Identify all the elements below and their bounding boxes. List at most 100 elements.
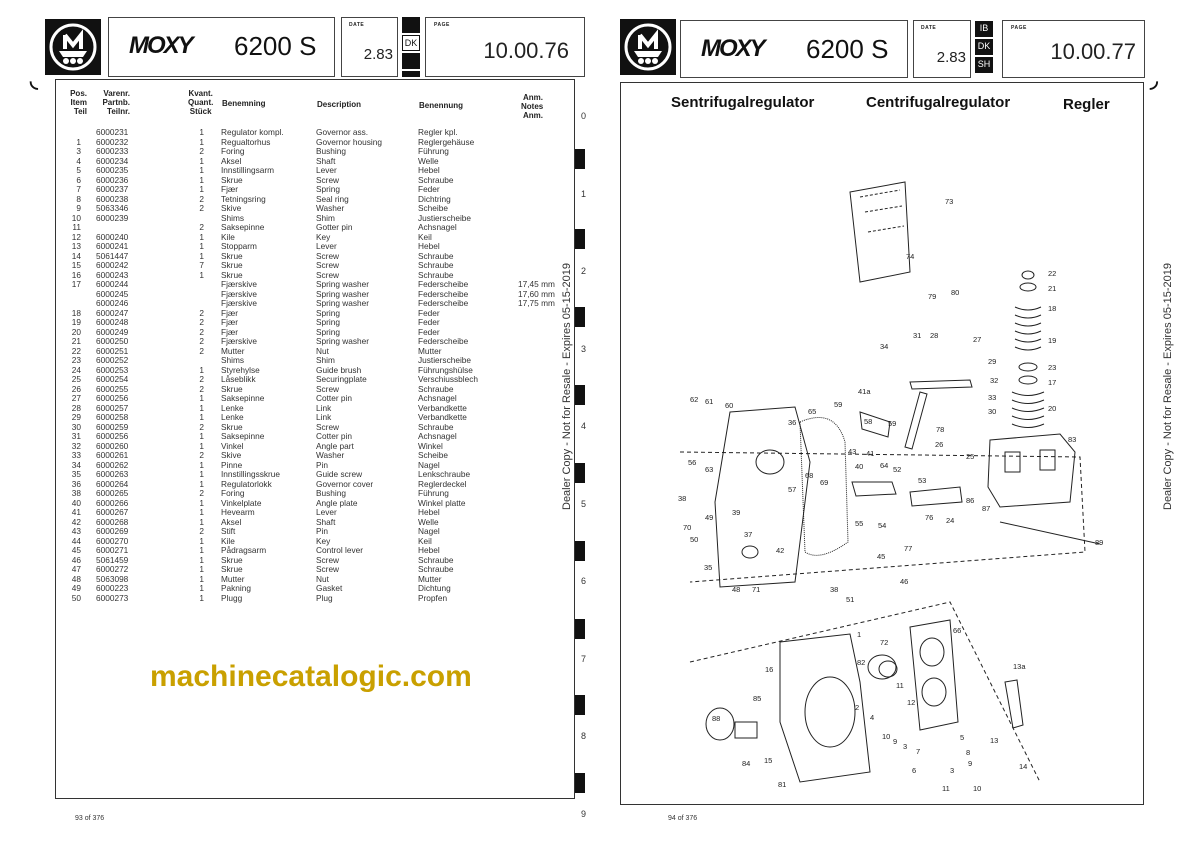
date-value: 2.83 <box>363 46 393 63</box>
cell-pos: 5 <box>76 165 81 175</box>
callout-label: 87 <box>982 504 991 513</box>
cell-part: 6000256 <box>96 393 129 403</box>
callout-label: 49 <box>705 513 714 522</box>
index-tab <box>575 149 585 169</box>
index-number[interactable]: 6 <box>581 576 587 586</box>
index-number[interactable]: 0 <box>581 111 587 121</box>
cell-pos: 30 <box>71 421 81 432</box>
callout-label: 66 <box>953 626 962 635</box>
cell-pos: 26 <box>71 383 81 394</box>
callout-label: 10 <box>882 732 891 741</box>
cell-no: Fjær <box>221 307 239 318</box>
index-number[interactable]: 3 <box>581 343 587 354</box>
cell-de: Schraube <box>418 564 454 574</box>
cell-no: Hevearm <box>221 507 255 517</box>
cell-qty: 1 <box>199 497 204 508</box>
cell-qty: 1 <box>199 554 204 565</box>
index-number[interactable]: 2 <box>581 266 587 276</box>
binding-mark: ◟ <box>30 70 38 92</box>
cell-part: 6000244 <box>96 279 129 289</box>
index-number[interactable]: 7 <box>581 653 587 664</box>
cell-qty: 1 <box>199 440 204 451</box>
cell-qty: 1 <box>199 507 204 517</box>
cell-en: Washer <box>316 450 345 460</box>
cell-de: Federscheibe <box>418 298 469 308</box>
cell-no: Fjær <box>221 184 239 194</box>
callout-label: 89 <box>1095 538 1104 547</box>
index-tab <box>575 773 585 793</box>
index-number[interactable]: 8 <box>581 731 587 741</box>
cell-no: Mutter <box>221 345 245 356</box>
cell-part: 6000234 <box>96 155 129 166</box>
cell-no: Fjær <box>221 317 239 327</box>
cell-qty: 1 <box>199 155 204 166</box>
cell-note: 17,45 mm <box>518 279 555 289</box>
cell-de: Achsnagel <box>418 222 457 232</box>
index-number[interactable]: 5 <box>581 498 587 509</box>
cell-pos: 50 <box>71 592 81 603</box>
callout-label: 14 <box>1019 762 1028 771</box>
cell-en: Cotter pin <box>316 393 352 403</box>
cell-en: Gasket <box>316 583 343 593</box>
index-tab <box>575 541 585 561</box>
cell-de: Federscheibe <box>418 336 469 346</box>
cell-no: Skrue <box>221 383 243 394</box>
callout-label: 43 <box>848 447 857 456</box>
cell-qty: 1 <box>199 469 204 479</box>
callout-label: 40 <box>855 462 864 471</box>
title-norwegian: Sentrifugalregulator <box>671 94 815 111</box>
cell-qty: 1 <box>199 516 204 527</box>
callout-label: 17 <box>1048 378 1057 387</box>
cell-no: Foring <box>221 146 245 156</box>
cell-de: Reglerdeckel <box>418 478 467 489</box>
cell-qty: 1 <box>199 402 204 413</box>
cell-no: Pinne <box>221 459 243 470</box>
cell-qty: 1 <box>199 269 204 280</box>
cell-pos: 29 <box>71 412 81 422</box>
cell-no: Pådragsarm <box>221 545 267 555</box>
callout-label: 60 <box>725 401 734 410</box>
cell-de: Führungshülse <box>418 364 473 375</box>
cell-de: Propfen <box>418 592 448 603</box>
callout-label: 79 <box>928 292 937 301</box>
cell-en: Plug <box>316 592 333 603</box>
cell-no: Vinkel <box>221 440 244 451</box>
cell-part: 6000267 <box>96 507 129 517</box>
exploded-diagram <box>679 181 1101 783</box>
callout-label: 29 <box>988 357 997 366</box>
cell-no: Skrue <box>221 421 243 432</box>
cell-de: Welle <box>418 516 439 527</box>
cell-qty: 1 <box>199 459 204 470</box>
cell-pos: 8 <box>76 193 81 204</box>
cell-de: Winkel platte <box>418 497 466 508</box>
cell-part: 6000266 <box>96 497 129 508</box>
cell-en: Spring washer <box>316 279 370 289</box>
index-tab <box>575 695 585 715</box>
callout-label: 53 <box>918 476 927 485</box>
col-qty: Kvant.Quant.Stück <box>188 89 214 116</box>
cell-no: Skrue <box>221 250 243 261</box>
cell-no: Aksel <box>221 155 242 166</box>
callout-label: 11 <box>942 784 950 793</box>
callout-label: 80 <box>951 288 960 297</box>
cell-no: Shims <box>221 355 245 365</box>
index-number[interactable]: 1 <box>581 188 587 199</box>
index-number[interactable]: 9 <box>581 808 587 819</box>
cell-part: 6000240 <box>96 231 129 242</box>
callout-label: 42 <box>776 546 785 555</box>
cell-no: Plugg <box>221 592 243 603</box>
cell-de: Nagel <box>418 526 440 536</box>
cell-part: 6000242 <box>96 260 129 270</box>
cell-de: Schraube <box>418 260 454 270</box>
callout-label: 46 <box>900 577 909 586</box>
page-footer: 93 of 376 <box>75 815 105 822</box>
index-number[interactable]: 4 <box>581 421 587 431</box>
cell-en: Screw <box>316 421 340 432</box>
